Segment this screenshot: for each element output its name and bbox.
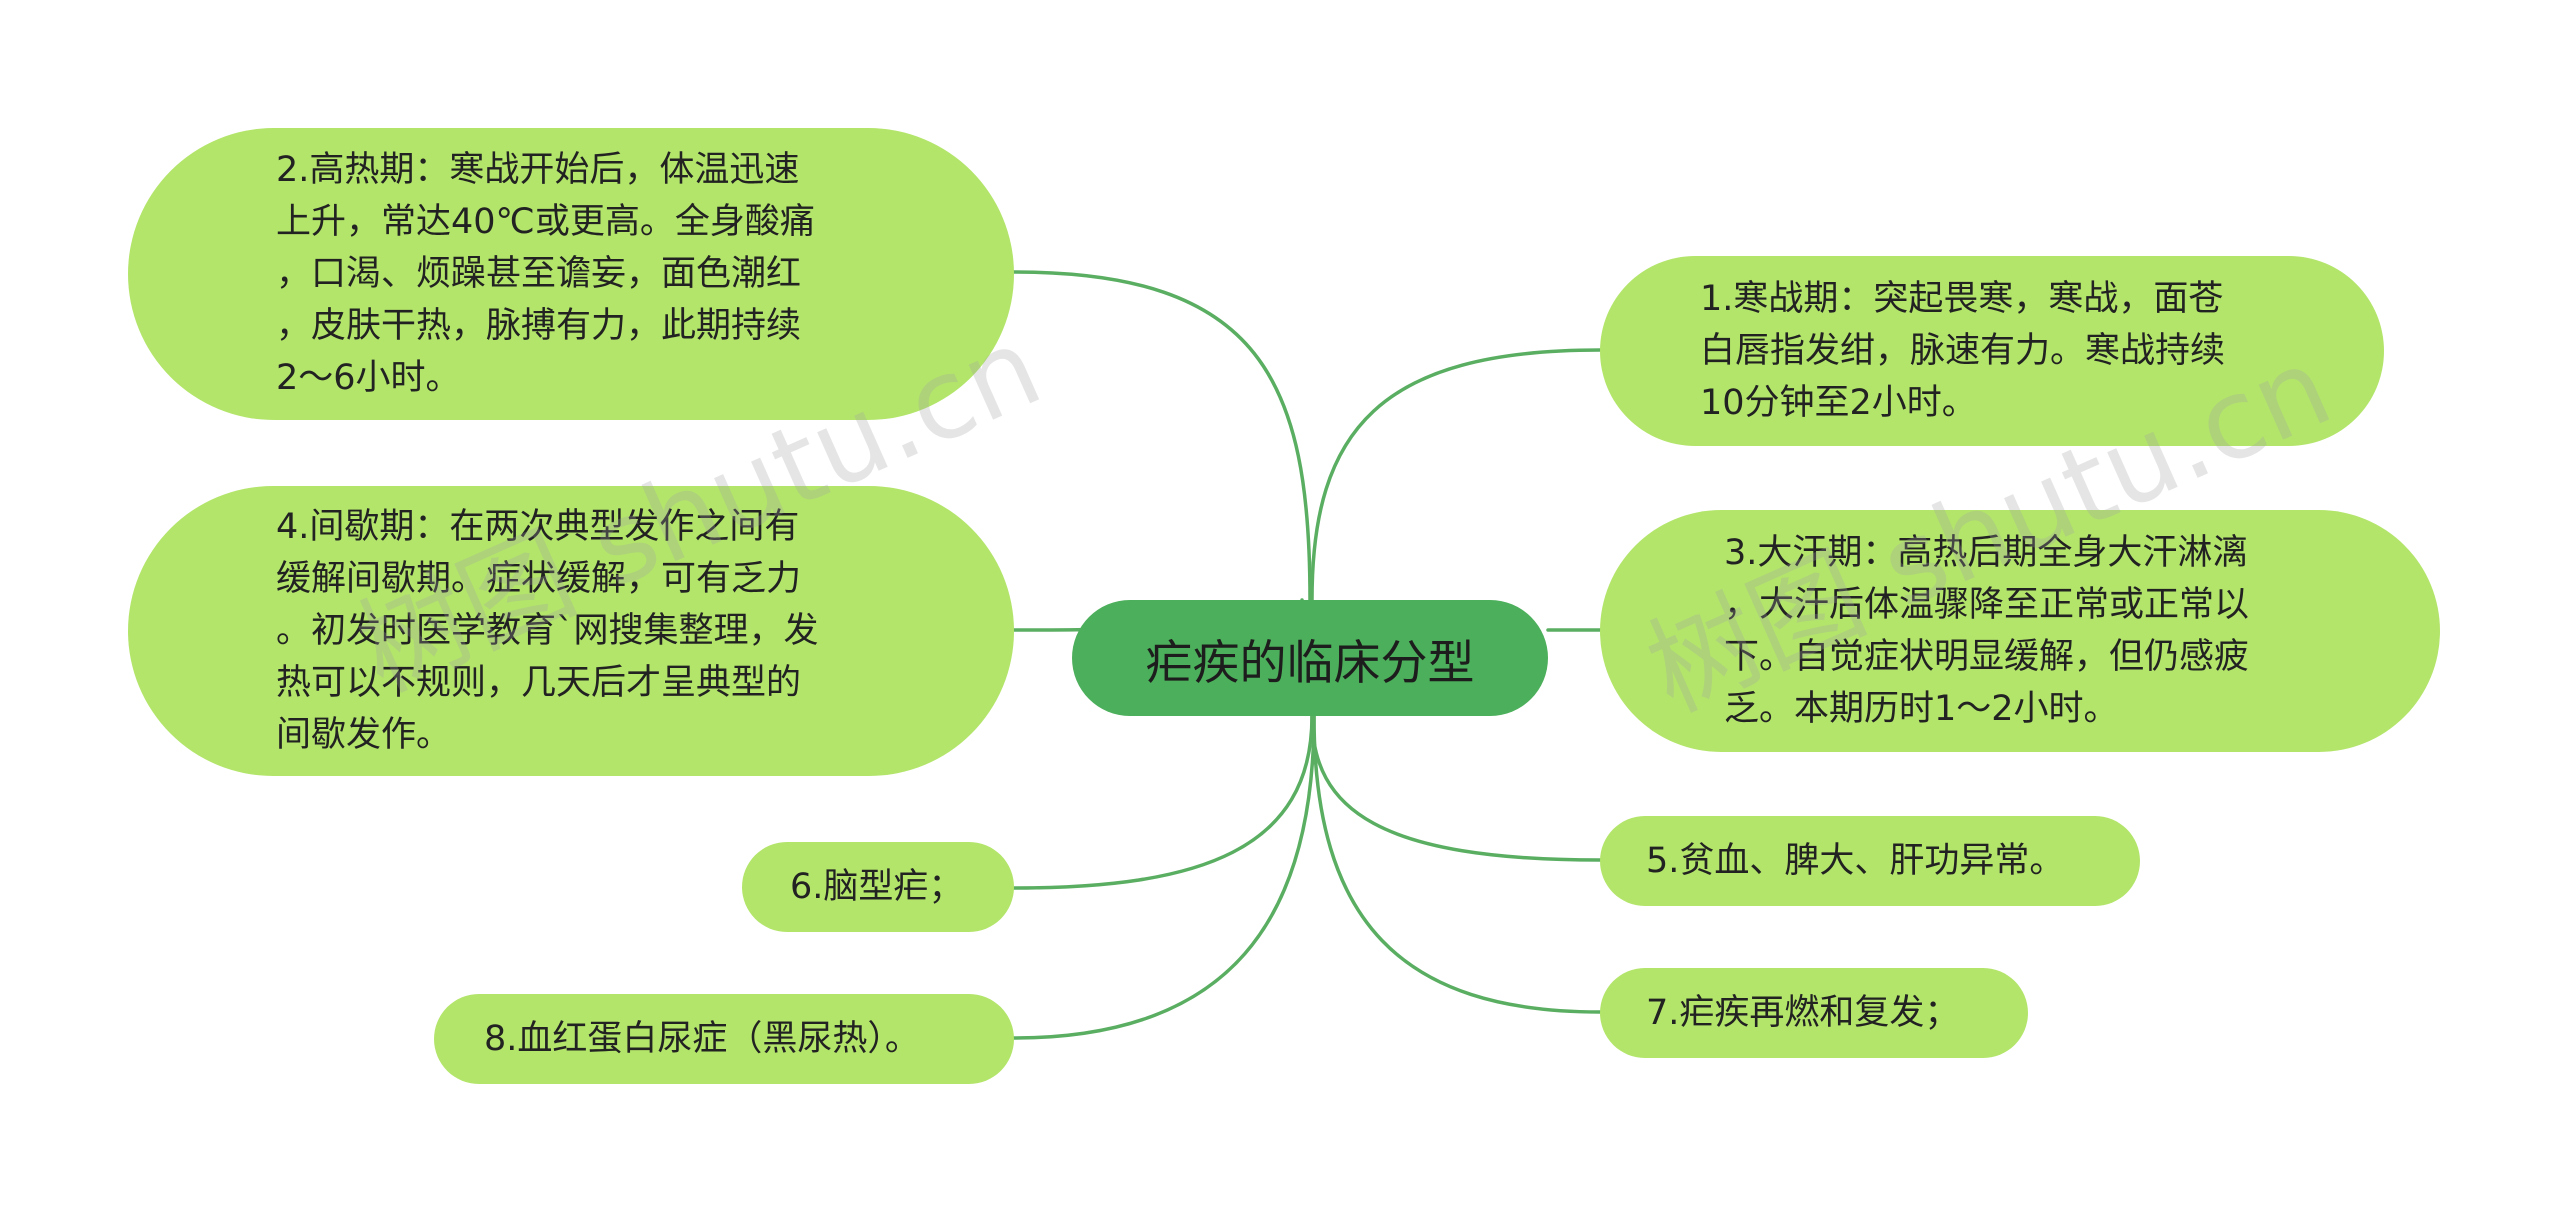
node-relapse[interactable]: 7.疟疾再燃和复发；	[1600, 968, 2028, 1058]
node-relapse-text: 7.疟疾再燃和复发；	[1646, 993, 1960, 1033]
node-intermission-text: 4.间歇期：在两次典型发作之间有 缓解间歇期。症状缓解，可有乏力 。初发时医学教…	[276, 507, 819, 755]
node-high-fever-text: 2.高热期：寒战开始后，体温迅速 上升，常达40℃或更高。全身酸痛 ，口渴、烦躁…	[276, 150, 815, 398]
connector-n1	[1310, 348, 1602, 602]
central-topic[interactable]: 疟疾的临床分型	[1072, 600, 1548, 716]
node-anemia[interactable]: 5.贫血、脾大、肝功异常。	[1600, 816, 2140, 906]
node-anemia-text: 5.贫血、脾大、肝功异常。	[1646, 841, 2065, 881]
connector-n6	[1012, 714, 1314, 890]
node-sweating-stage[interactable]: 3.大汗期：高热后期全身大汗淋漓 ，大汗后体温骤降至正常或正常以 下。自觉症状明…	[1600, 510, 2440, 752]
connector-n7	[1312, 714, 1602, 1014]
connector-n2	[1012, 270, 1312, 602]
node-hemoglobinuria-text: 8.血红蛋白尿症（黑尿热）。	[484, 1019, 920, 1059]
node-hemoglobinuria[interactable]: 8.血红蛋白尿症（黑尿热）。	[434, 994, 1014, 1084]
node-cerebral-malaria[interactable]: 6.脑型疟；	[742, 842, 1014, 932]
node-chill-text: 1.寒战期：突起畏寒，寒战，面苍 白唇指发绀，脉速有力。寒战持续 10分钟至2小…	[1700, 279, 2226, 423]
node-intermission-stage[interactable]: 4.间歇期：在两次典型发作之间有 缓解间歇期。症状缓解，可有乏力 。初发时医学教…	[128, 486, 1014, 776]
node-chill-stage[interactable]: 1.寒战期：突起畏寒，寒战，面苍 白唇指发绀，脉速有力。寒战持续 10分钟至2小…	[1600, 256, 2384, 446]
connector-n5	[1310, 714, 1602, 862]
node-high-fever-stage[interactable]: 2.高热期：寒战开始后，体温迅速 上升，常达40℃或更高。全身酸痛 ，口渴、烦躁…	[128, 128, 1014, 420]
node-sweating-text: 3.大汗期：高热后期全身大汗淋漓 ，大汗后体温骤降至正常或正常以 下。自觉症状明…	[1724, 533, 2250, 729]
central-topic-label: 疟疾的临床分型	[1145, 635, 1475, 691]
connector-n8	[1012, 714, 1316, 1040]
node-cerebral-malaria-text: 6.脑型疟；	[790, 867, 964, 907]
